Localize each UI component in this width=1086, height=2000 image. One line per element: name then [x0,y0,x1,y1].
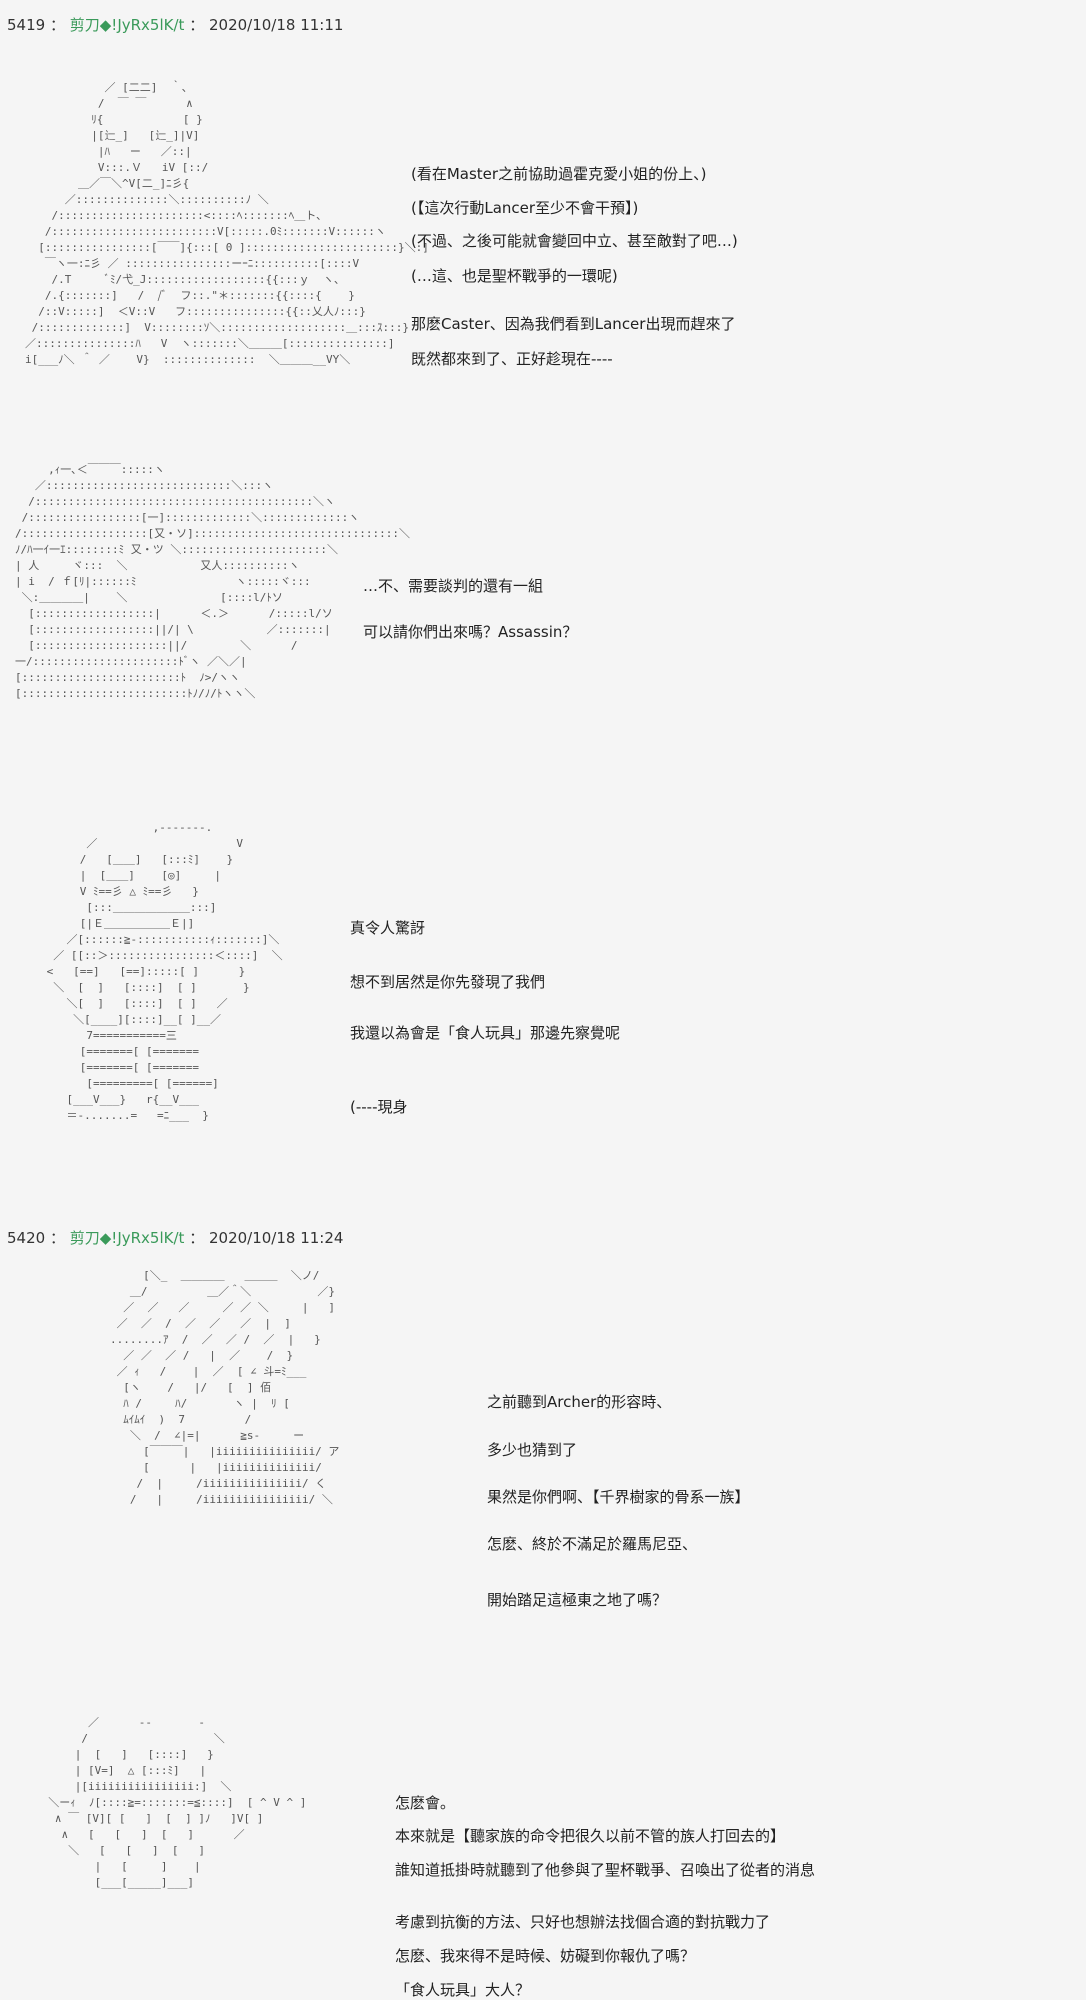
dialogue-line: 怎麽、終於不滿足於羅馬尼亞、 [487,1535,698,1553]
dialogue-line: 那麽Caster、因為我們看到Lancer出現而趕來了 [411,315,736,333]
poster-name-link[interactable]: 剪刀◆!JyRx5lK/t [69,1229,185,1247]
dialogue-line: 之前聽到Archer的形容時、 [487,1393,672,1411]
dialogue-line: (----現身 [350,1098,408,1116]
dialogue-line: (不過、之後可能就會變回中立、甚至敵對了吧…) [411,232,738,250]
dialogue-line: 「食人玩具」大人？ [395,1981,531,1999]
post-number: 5419 [7,16,46,34]
post-timestamp: 2020/10/18 11:11 [208,16,344,34]
ascii-art-figure: ,ｨ一､＜￣￣￣:::::ヽ ／::::::::::::::::::::::::… [15,463,410,700]
separator: ： [49,16,65,34]
dialogue-line: 誰知道抵掛時就聽到了他參與了聖杯戰爭、召喚出了從者的消息 [395,1861,816,1879]
ascii-art-figure: ／ [二二] ｀、 / ￣ ￣ ∧ ﾘ{ [ } |[辷_] [辷_]|V] |… [25,81,429,366]
ascii-art-figure: ,-------. ／ V / [＿＿] [:::ﾐ] } | [＿＿] [◎]… [46,821,283,1122]
ascii-art-figure: [＼_ ＿＿＿＿ ＿＿＿ ＼ノ/ ＿/ ＿／＾＼ ／} ／ ／ ／ ／ ／ ＼ … [110,1269,340,1506]
post-number: 5420 [7,1229,46,1247]
dialogue-line: 考慮到抗衡的方法、只好也想辦法找個合適的對抗戰力了 [395,1913,771,1931]
dialogue-line: 多少也猜到了 [487,1441,578,1459]
post-header: 5419 ： 剪刀◆!JyRx5lK/t ： 2020/10/18 11:11 [7,14,343,35]
dialogue-line: 果然是你們啊、【千界樹家的骨系一族】 [487,1488,750,1506]
dialogue-line: 想不到居然是你先發現了我們 [350,973,546,991]
separator: ： [49,1229,65,1247]
dialogue-line: 開始踏足這極東之地了嗎？ [487,1591,668,1609]
post-timestamp: 2020/10/18 11:24 [208,1229,344,1247]
dialogue-line: 怎麽、我來得不是時候、妨礙到你報仇了嗎？ [395,1947,696,1965]
post-header: 5420 ： 剪刀◆!JyRx5lK/t ： 2020/10/18 11:24 [7,1227,343,1248]
dialogue-line: 怎麽會。 [395,1794,456,1812]
poster-name-link[interactable]: 剪刀◆!JyRx5lK/t [69,16,185,34]
separator: ： [189,1229,205,1247]
dialogue-line: (…這、也是聖杯戰爭的一環呢) [411,267,618,285]
dialogue-line: (【這次行動Lancer至少不會干預】) [411,199,639,217]
dialogue-line: …不、需要談判的還有一組 [363,577,544,595]
ascii-art-figure: ／ -- - / ＼ | [ ] [::::] } | [V=] △ [:::ﾐ… [48,1716,307,1889]
dialogue-line: 本來就是【聽家族的命令把很久以前不管的族人打回去的】 [395,1827,786,1845]
dialogue-line: 真令人驚訝 [350,919,426,937]
dialogue-line: 我還以為會是「食人玩具」那邊先察覺呢 [350,1024,621,1042]
dialogue-line: 既然都來到了、正好趁現在---- [411,350,613,368]
separator: ： [189,16,205,34]
dialogue-line: 可以請你們出來嗎？Assassin？ [363,623,578,641]
dialogue-line: (看在Master之前協助過霍克愛小姐的份上、) [411,165,707,183]
